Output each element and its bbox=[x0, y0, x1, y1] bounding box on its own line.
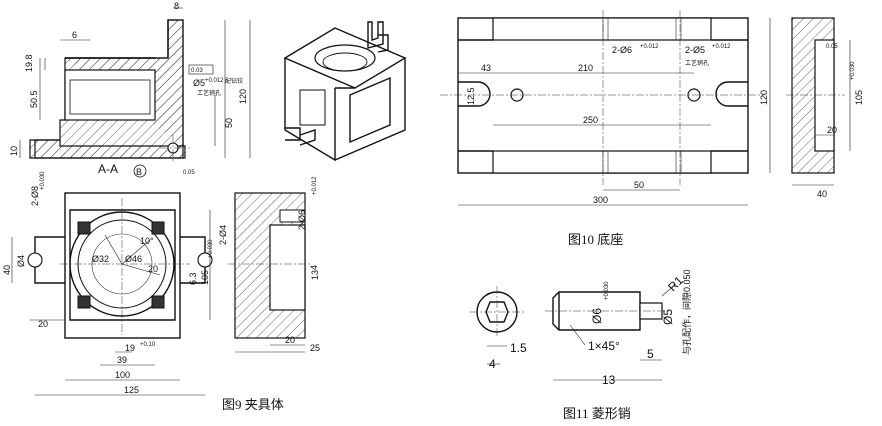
fit-note: 工艺销孔 bbox=[197, 89, 221, 97]
dim-43: 43 bbox=[481, 63, 491, 73]
fixture-isometric-view bbox=[283, 21, 407, 162]
dim-250: 250 bbox=[583, 115, 598, 125]
base-side-view bbox=[786, 17, 851, 186]
dim-2-d8-tol: +0.030 bbox=[40, 171, 46, 190]
dim-d6-pin: Ø6 bbox=[590, 308, 604, 324]
dim-105-base-tol: +0.030 bbox=[850, 61, 856, 80]
base-plan-view bbox=[440, 10, 771, 206]
angle-10: 10° bbox=[140, 236, 154, 246]
dim-13-pin: 13 bbox=[602, 373, 616, 387]
dim-10: 10 bbox=[9, 146, 19, 156]
dim-300: 300 bbox=[593, 195, 608, 205]
dim-5-pin: 5 bbox=[647, 347, 654, 361]
dim-19: 19 bbox=[125, 343, 135, 353]
dim-20-base: 20 bbox=[827, 125, 837, 135]
dim-2-d5-base-tol: +0.012 bbox=[712, 44, 731, 50]
dim-20-front: 20 bbox=[148, 264, 158, 274]
tol-frame-0-03: 0.03 bbox=[191, 68, 203, 74]
marker-b: B bbox=[136, 167, 142, 177]
dim-2-d4: 2-Ø4 bbox=[218, 225, 228, 245]
dim-12-5: 12.5 bbox=[466, 87, 476, 105]
dim-2-d6-base-tol: +0.012 bbox=[640, 44, 659, 50]
caption-figure10: 图10 底座 bbox=[568, 232, 623, 247]
fixture-side-view bbox=[228, 192, 312, 353]
dim-39: 39 bbox=[117, 355, 127, 365]
dim-20-side: 20 bbox=[285, 335, 295, 345]
caption-figure11: 图11 菱形销 bbox=[563, 406, 631, 421]
tol-0-05: 0.05 bbox=[183, 170, 195, 176]
dim-105-base: 105 bbox=[854, 90, 864, 105]
pair-note: 配钻铰 bbox=[225, 77, 243, 85]
base-tol-note: 工艺销孔 bbox=[685, 59, 709, 67]
fixture-section-view bbox=[19, 7, 251, 162]
pin-note: 与孔配作，间隙0.050 bbox=[681, 269, 692, 355]
dim-2-d6-tol: +0.012 bbox=[312, 176, 318, 195]
dim-4-pin: 4 bbox=[489, 357, 496, 371]
dim-50-5: 50.5 bbox=[29, 90, 39, 108]
dim-2-d6-base: 2-Ø6 bbox=[612, 45, 632, 55]
dim-120-base: 120 bbox=[759, 90, 769, 105]
dim-105: 105 bbox=[200, 270, 210, 285]
dim-2-d5-base: 2-Ø5 bbox=[685, 45, 705, 55]
dim-19-8: 19.8 bbox=[24, 54, 34, 72]
section-label: A-A bbox=[98, 162, 118, 176]
dim-6: 6 bbox=[72, 30, 77, 40]
dim-d5-pin: Ø5 bbox=[661, 309, 675, 325]
dim-20-left: 20 bbox=[38, 319, 48, 329]
dim-d32: Ø32 bbox=[92, 254, 109, 264]
dim-25: 25 bbox=[310, 343, 320, 353]
base-tol-frame: 0.05 bbox=[826, 44, 838, 50]
dim-50-base: 50 bbox=[634, 180, 644, 190]
dim-210: 210 bbox=[578, 63, 593, 73]
fixture-front-view bbox=[11, 192, 213, 396]
dim-40-base: 40 bbox=[817, 189, 827, 199]
dim-1x45: 1×45° bbox=[588, 339, 620, 353]
dim-19-tol: +0.10 bbox=[140, 342, 156, 348]
dim-2-d8: 2-Ø8 bbox=[30, 186, 40, 206]
dim-100: 100 bbox=[115, 370, 130, 380]
dim-d46: Ø46 bbox=[125, 254, 142, 264]
dim-50: 50 bbox=[224, 118, 234, 128]
diamond-pin-side-view bbox=[545, 283, 677, 381]
dim-8: 8 bbox=[174, 1, 179, 11]
hole-note-d5: Ø5 bbox=[193, 78, 205, 88]
dim-13: 13 bbox=[310, 270, 320, 280]
dim-d6-pin-tol: +0.030 bbox=[604, 281, 610, 300]
dim-d4: Ø4 bbox=[16, 255, 26, 267]
diamond-pin-end-view bbox=[470, 286, 524, 365]
dim-1-5: 1.5 bbox=[510, 341, 527, 355]
dim-125: 125 bbox=[124, 385, 139, 395]
dim-4: 4 bbox=[309, 265, 319, 270]
dim-2-d6: 2-Ø6 bbox=[297, 210, 307, 230]
caption-figure9: 图9 夹具体 bbox=[222, 397, 284, 412]
dim-120: 120 bbox=[238, 89, 248, 104]
dim-40: 40 bbox=[2, 265, 12, 275]
dim-6-3: 6.3 bbox=[188, 272, 198, 285]
hole-tol: +0.012 bbox=[205, 78, 224, 84]
dim-105-tol: +0.030 bbox=[208, 239, 214, 258]
